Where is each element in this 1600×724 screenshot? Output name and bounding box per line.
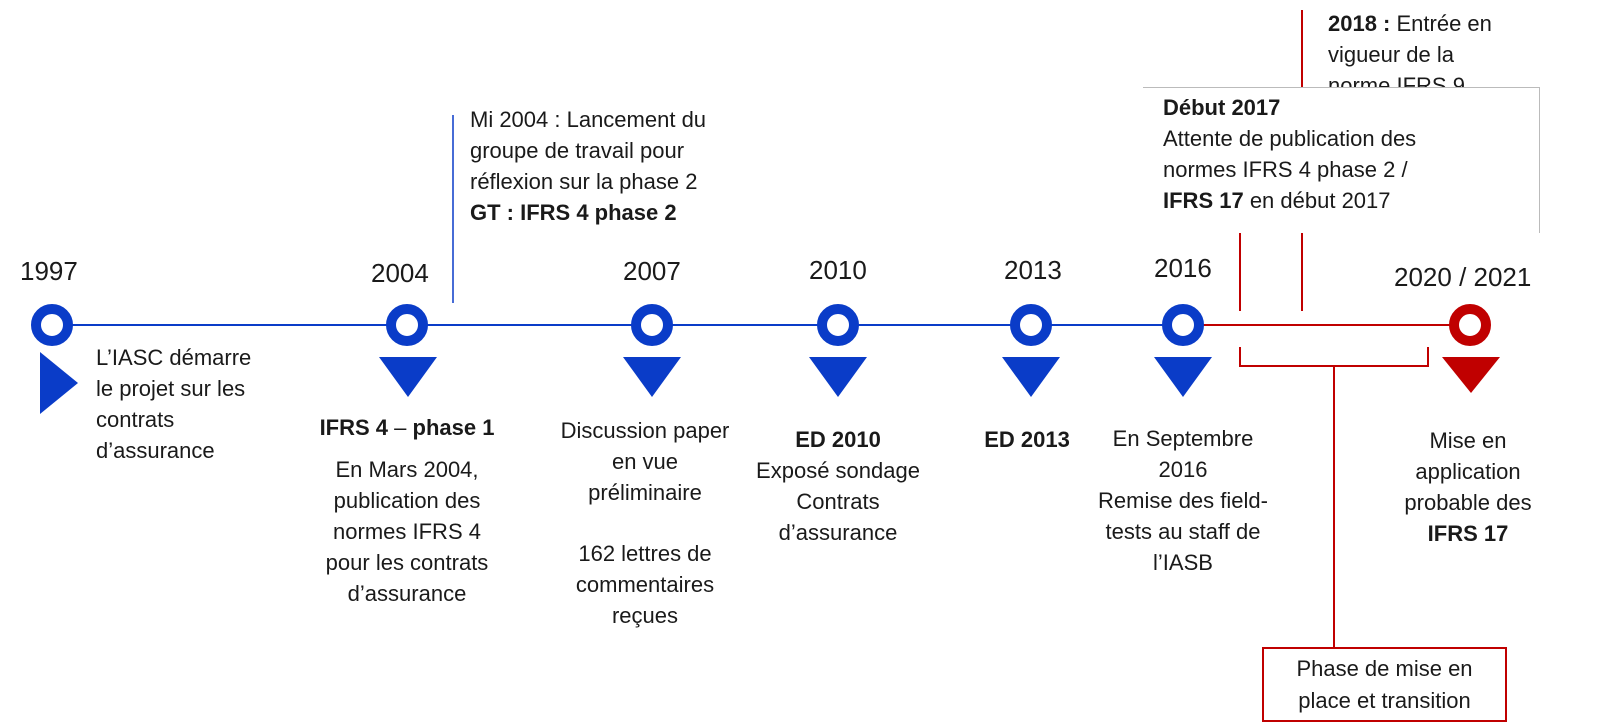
desc-2020-line: probable des xyxy=(1404,490,1532,515)
year-label-2013: 2013 xyxy=(1004,255,1062,285)
arrow-down-2004 xyxy=(379,357,437,397)
node-1997 xyxy=(31,304,73,346)
arrow-down-2010 xyxy=(809,357,867,397)
callout-mi2004-bold: GT : IFRS 4 phase 2 xyxy=(470,200,677,225)
arrow-down-2007 xyxy=(623,357,681,397)
desc-2004-title: IFRS 4 – phase 1 xyxy=(296,412,518,443)
desc-2010-line: Exposé sondage xyxy=(756,458,920,483)
arrow-down-2016 xyxy=(1154,357,1212,397)
desc-2016-line: tests au staff de xyxy=(1105,519,1261,544)
year-label-1997: 1997 xyxy=(20,256,78,286)
callout-mi2004-line: Mi 2004 : Lancement du xyxy=(470,107,707,132)
desc-1997-line: L’IASC démarre xyxy=(96,345,252,370)
node-2007 xyxy=(631,304,673,346)
arrow-down-2020 xyxy=(1442,357,1500,393)
year-label-2016: 2016 xyxy=(1154,253,1212,283)
desc-2004-line: d’assurance xyxy=(347,581,467,606)
desc-2007: Discussion paper en vue préliminaire 162… xyxy=(540,415,750,631)
desc-1997: L’IASC démarre le projet sur les contrat… xyxy=(96,342,296,466)
arrow-down-2013 xyxy=(1002,357,1060,397)
callout-2018-first-rest: Entrée en xyxy=(1390,11,1492,36)
callout-2017: Début 2017 Attente de publication des no… xyxy=(1143,87,1540,233)
callout-mi2004-line: groupe de travail pour xyxy=(470,138,685,163)
desc-2020-line: application xyxy=(1415,459,1521,484)
desc-2007-line: commentaires xyxy=(575,572,715,597)
desc-2010-title: ED 2010 xyxy=(795,427,881,452)
desc-2007-line: 162 lettres de xyxy=(578,541,712,566)
desc-1997-line: contrats xyxy=(96,407,175,432)
callout-mi2004: Mi 2004 : Lancement du groupe de travail… xyxy=(470,104,770,228)
phase-box-line: place et transition xyxy=(1298,688,1471,713)
desc-2004-line: publication des xyxy=(333,488,481,513)
callout-2018-line: vigueur de la xyxy=(1328,42,1454,67)
callout-2018-first-line: 2018 : Entrée en xyxy=(1328,8,1568,39)
year-label-2010: 2010 xyxy=(809,255,867,285)
year-label-2007: 2007 xyxy=(623,256,681,286)
desc-2007-line: préliminaire xyxy=(588,480,702,505)
desc-2004-line: En Mars 2004, xyxy=(335,457,479,482)
desc-2004-title-sep: – xyxy=(388,415,413,440)
node-2013 xyxy=(1010,304,1052,346)
desc-2004-title-c: phase 1 xyxy=(412,415,495,440)
desc-1997-line: d’assurance xyxy=(96,438,215,463)
desc-2004-line: normes IFRS 4 xyxy=(333,519,481,544)
phase-box: Phase de mise en place et transition xyxy=(1262,647,1507,722)
callout-2018-bold: 2018 : xyxy=(1328,11,1391,36)
desc-2016-line: En Septembre xyxy=(1112,426,1254,451)
phase-box-line: Phase de mise en xyxy=(1296,656,1473,681)
callout-2017-last-line: IFRS 17 en début 2017 xyxy=(1163,185,1539,216)
desc-2010: ED 2010 Exposé sondage Contrats d’assura… xyxy=(733,424,943,548)
desc-2016-line: Remise des field- xyxy=(1098,488,1268,513)
callout-2017-line: normes IFRS 4 phase 2 / xyxy=(1163,157,1408,182)
desc-2020-line: Mise en xyxy=(1429,428,1507,453)
desc-2004-line: pour les contrats xyxy=(325,550,489,575)
callout-mi2004-line: réflexion sur la phase 2 xyxy=(470,169,698,194)
desc-2004: IFRS 4 – phase 1 En Mars 2004, publicati… xyxy=(296,412,518,609)
desc-2016: En Septembre 2016 Remise des field- test… xyxy=(1078,423,1288,578)
desc-2010-line: d’assurance xyxy=(778,520,898,545)
desc-2007-line: en vue xyxy=(611,449,679,474)
desc-2016-line: l’IASB xyxy=(1153,550,1213,575)
desc-2013: ED 2013 xyxy=(960,424,1094,455)
year-label-2020-2021: 2020 / 2021 xyxy=(1394,262,1532,292)
phase-bracket xyxy=(1239,347,1429,367)
node-2010 xyxy=(817,304,859,346)
desc-2007-line: reçues xyxy=(611,603,679,628)
desc-2016-line: 2016 xyxy=(1158,457,1208,482)
callout-2017-line: Attente de publication des xyxy=(1163,126,1417,151)
callout-2017-title: Début 2017 xyxy=(1163,95,1281,120)
arrow-right-1997 xyxy=(40,352,78,414)
desc-2010-line: Contrats xyxy=(796,489,880,514)
callout-2017-last-rest: en début 2017 xyxy=(1243,188,1391,213)
desc-2007-line: Discussion paper xyxy=(560,418,730,443)
callout-2017-last-bold: IFRS 17 xyxy=(1163,188,1244,213)
node-2020 xyxy=(1449,304,1491,346)
desc-2013-title: ED 2013 xyxy=(984,427,1070,452)
desc-2004-title-a: IFRS 4 xyxy=(319,415,389,440)
node-2016 xyxy=(1162,304,1204,346)
year-label-2004: 2004 xyxy=(371,258,429,288)
desc-2020-bold: IFRS 17 xyxy=(1427,521,1509,546)
desc-1997-line: le projet sur les xyxy=(96,376,246,401)
node-2004 xyxy=(386,304,428,346)
desc-2020: Mise en application probable des IFRS 17 xyxy=(1368,425,1568,549)
